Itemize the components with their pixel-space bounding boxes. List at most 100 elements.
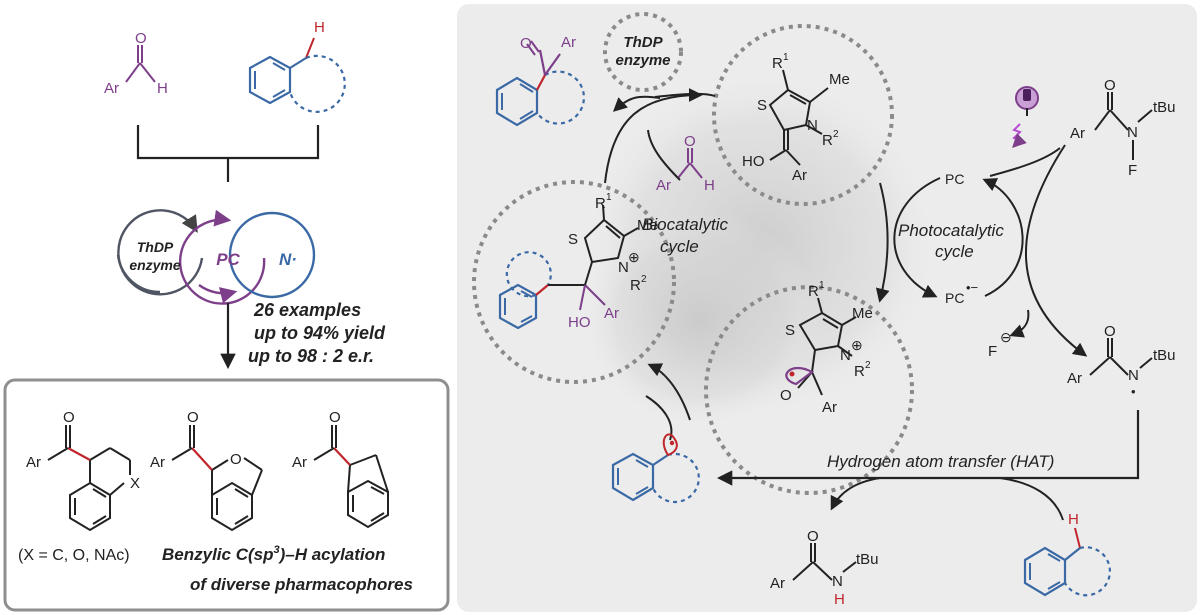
adduct-r2-sup: 2 bbox=[641, 274, 647, 285]
nf-reagent: O Ar N tBu F bbox=[1070, 77, 1176, 179]
photocatalytic-label-2: cycle bbox=[935, 242, 974, 261]
x-note: (X = C, O, NAc) bbox=[18, 547, 130, 564]
amidyl-ar: Ar bbox=[1067, 370, 1082, 387]
nf-tbu: tBu bbox=[1153, 99, 1176, 116]
biocatalytic-label-1: Biocatalytic bbox=[642, 215, 728, 234]
arrow-pc-down bbox=[893, 177, 941, 298]
pc-bottom: PC bbox=[945, 290, 964, 306]
ketyl-intermediate-circle bbox=[704, 285, 914, 495]
product-top-ar: Ar bbox=[561, 34, 576, 51]
amide-tbu: tBu bbox=[856, 551, 879, 568]
caption-line-1-a: Benzylic C(sp bbox=[162, 545, 273, 564]
aldehyde-reagent: O Ar H bbox=[656, 133, 715, 194]
breslow-r1-sup: 1 bbox=[783, 52, 789, 63]
fluoride-f: F bbox=[988, 343, 997, 360]
breslow-r2: R bbox=[822, 132, 833, 149]
ketyl-s: S bbox=[785, 322, 795, 339]
thdp-label-2: enzyme bbox=[615, 52, 670, 69]
ketyl-intermediate: S N ⊕ R 2 R 1 Me O Ar bbox=[780, 280, 873, 416]
amidyl-dot: • bbox=[1131, 384, 1136, 399]
amide-h: H bbox=[834, 591, 845, 608]
enzyme-structure-shading-2 bbox=[580, 210, 820, 430]
venn-pc: PC bbox=[216, 250, 240, 269]
adduct-ho: HO bbox=[568, 314, 591, 331]
stat-er: up to 98 : 2 e.r. bbox=[248, 346, 374, 366]
arrow-breslow-to-ketyl bbox=[875, 182, 890, 303]
arrow-pc-up bbox=[982, 178, 1024, 297]
caption-line-2: of diverse pharmacophores bbox=[190, 575, 413, 594]
breslow-me: Me bbox=[829, 71, 850, 88]
benzyl-radical bbox=[611, 433, 700, 504]
nf-o: O bbox=[1104, 77, 1116, 94]
breslow-intermediate: R 1 Me S N R 2 HO Ar bbox=[742, 52, 850, 184]
p2-o: O bbox=[187, 409, 199, 426]
breslow-s: S bbox=[757, 97, 767, 114]
arrow-nf-to-amidyl bbox=[1024, 144, 1088, 357]
nf-f: F bbox=[1128, 162, 1137, 179]
arrow-aldehyde-in bbox=[647, 129, 681, 181]
adduct-r1: R bbox=[595, 195, 606, 212]
arrow-hat bbox=[716, 410, 1140, 486]
left-aldehyde-h: H bbox=[157, 80, 168, 97]
caption-line-1-b: )–H acylation bbox=[278, 545, 386, 564]
adduct-plus: ⊕ bbox=[628, 249, 640, 265]
breslow-r2-sup: 2 bbox=[833, 129, 839, 140]
aldehyde-h: H bbox=[704, 177, 715, 194]
amidyl-o: O bbox=[1104, 323, 1116, 340]
adduct-s: S bbox=[568, 231, 578, 248]
thdp-label-1: ThDP bbox=[623, 34, 663, 51]
left-arene: H bbox=[248, 19, 346, 113]
amide-o: O bbox=[807, 528, 819, 545]
aldehyde-o: O bbox=[684, 133, 696, 150]
stat-examples: 26 examples bbox=[253, 300, 361, 320]
arrow-to-amide bbox=[830, 477, 881, 511]
ketyl-r1-sup: 1 bbox=[819, 280, 825, 291]
venn-enzyme-1: ThDP bbox=[137, 239, 174, 255]
arrow-ketyl-to-adduct bbox=[647, 363, 691, 421]
p3-o: O bbox=[329, 409, 341, 426]
arrow-cycle-top bbox=[604, 88, 703, 184]
p1-o: O bbox=[63, 409, 75, 426]
products-box bbox=[3, 378, 450, 612]
biocatalytic-label-2: cycle bbox=[660, 237, 699, 256]
left-arene-h: H bbox=[314, 19, 325, 36]
nf-n: N bbox=[1127, 124, 1138, 141]
product-3: O Ar bbox=[292, 409, 389, 529]
breslow-ar: Ar bbox=[792, 167, 807, 184]
breslow-r1: R bbox=[772, 55, 783, 72]
pc-radical-anion: •− bbox=[966, 280, 978, 295]
ketyl-plus: ⊕ bbox=[851, 337, 863, 353]
caption-line-1: Benzylic C(sp3)–H acylation bbox=[162, 544, 385, 564]
ketyl-o: O bbox=[780, 387, 792, 404]
venn-enzyme-2: enzyme bbox=[129, 257, 181, 273]
adduct-r1-sup: 1 bbox=[606, 192, 612, 203]
caption-line-1-sup: 3 bbox=[273, 544, 279, 556]
arrow-from-substrate bbox=[999, 477, 1064, 521]
adduct-ar: Ar bbox=[604, 305, 619, 322]
arrow-nf-to-pc bbox=[989, 147, 1061, 177]
venn-diagram: ThDP enzyme PC N· bbox=[116, 209, 316, 305]
product-1: O Ar X bbox=[26, 409, 140, 532]
amide-ar: Ar bbox=[770, 575, 785, 592]
fluoride-charge: ⊖ bbox=[1000, 329, 1012, 345]
thdp-enzyme-circle bbox=[603, 12, 683, 92]
amidyl-n: N bbox=[1128, 367, 1139, 384]
breslow-ho: HO bbox=[742, 153, 765, 170]
breslow-intermediate-circle bbox=[712, 24, 894, 206]
arrow-fluoride-release bbox=[1009, 309, 1030, 338]
nf-ar: Ar bbox=[1070, 125, 1085, 142]
substrate-arene: H bbox=[1023, 511, 1112, 597]
amide-product: O Ar N H tBu bbox=[770, 528, 879, 608]
adduct-intermediate-circle bbox=[472, 180, 676, 384]
photocatalytic-label-1: Photocatalytic bbox=[898, 221, 1004, 240]
ketyl-r2-sup: 2 bbox=[865, 360, 871, 371]
stat-yield: up to 94% yield bbox=[254, 323, 386, 343]
product-top-o: O bbox=[520, 35, 532, 52]
p1-ar: Ar bbox=[26, 454, 41, 471]
hat-label: Hydrogen atom transfer (HAT) bbox=[827, 452, 1054, 471]
ketyl-r1: R bbox=[808, 283, 819, 300]
left-aldehyde-ar: Ar bbox=[104, 80, 119, 97]
left-aldehyde-o: O bbox=[135, 30, 147, 47]
p3-ar: Ar bbox=[292, 454, 307, 471]
